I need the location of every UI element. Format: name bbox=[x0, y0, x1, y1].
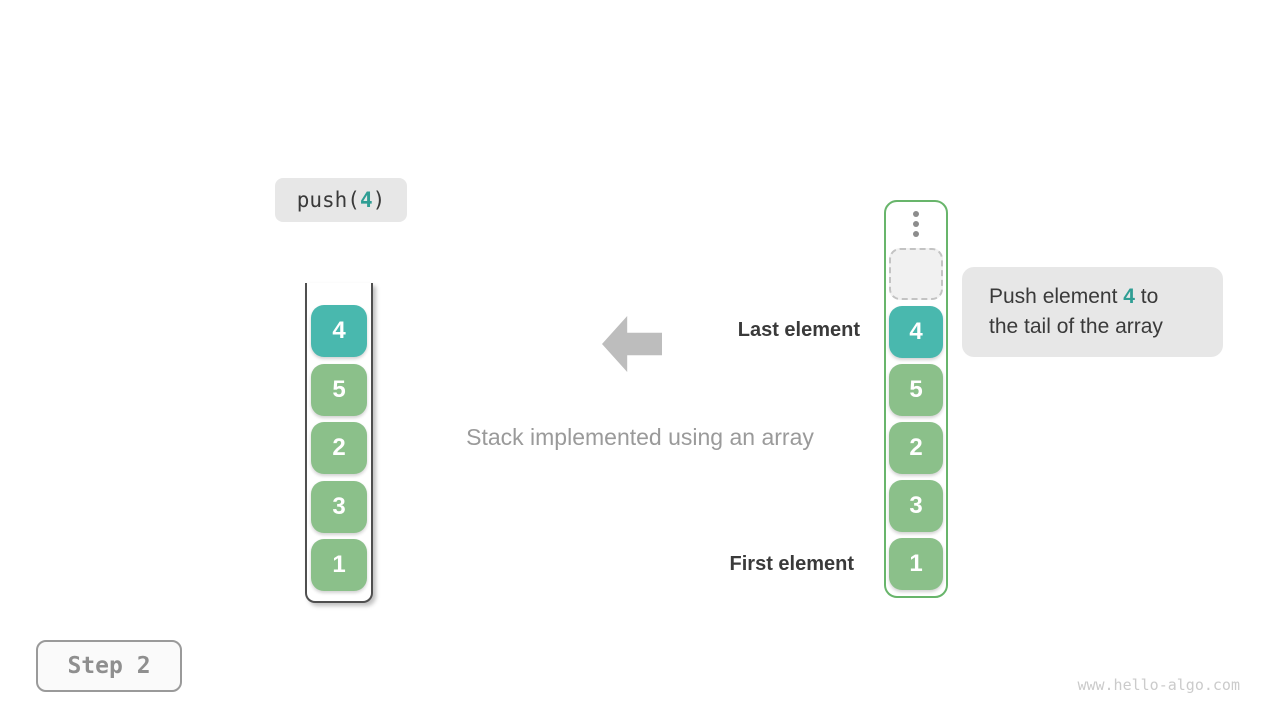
step-badge: Step 2 bbox=[36, 640, 182, 692]
ellipsis-dot bbox=[913, 211, 919, 217]
push-tooltip: Push element 4 to the tail of the array bbox=[962, 267, 1223, 357]
last-element-label: Last element bbox=[737, 319, 860, 341]
push-operation-label: push(4) bbox=[275, 178, 407, 222]
stack-element: 5 bbox=[311, 363, 367, 416]
diagram-caption: Stack implemented using an array bbox=[466, 424, 814, 450]
step-badge-label: Step 2 bbox=[67, 653, 151, 679]
array-element: 5 bbox=[889, 364, 943, 416]
array-element: 3 bbox=[889, 480, 943, 532]
tooltip-line1-suffix: to bbox=[1134, 285, 1159, 308]
array-element: 1 bbox=[889, 538, 943, 590]
stack-element: 3 bbox=[311, 480, 367, 533]
left-arrow-icon bbox=[602, 316, 662, 372]
array-element: 4 bbox=[889, 306, 943, 358]
push-operation-suffix: ) bbox=[372, 188, 386, 212]
array-element: 2 bbox=[889, 422, 943, 474]
stack-container: 4 5 2 3 1 bbox=[305, 283, 373, 603]
stack-element: 4 bbox=[311, 305, 367, 357]
array-container: 4 5 2 3 1 bbox=[884, 200, 948, 598]
push-operation-value: 4 bbox=[359, 188, 373, 212]
tooltip-line2: the tail of the array bbox=[989, 315, 1163, 338]
watermark: www.hello-algo.com bbox=[1077, 676, 1240, 694]
first-element-label: First element bbox=[729, 553, 854, 575]
tooltip-line1-prefix: Push element bbox=[989, 285, 1124, 308]
ellipsis-dot bbox=[913, 231, 919, 237]
ellipsis-dot bbox=[913, 221, 919, 227]
tooltip-value: 4 bbox=[1123, 285, 1135, 308]
vertical-ellipsis-icon bbox=[913, 211, 919, 237]
empty-array-slot bbox=[889, 248, 943, 300]
push-operation-prefix: push( bbox=[296, 188, 360, 212]
stack-element: 1 bbox=[311, 539, 367, 591]
stack-element: 2 bbox=[311, 422, 367, 474]
